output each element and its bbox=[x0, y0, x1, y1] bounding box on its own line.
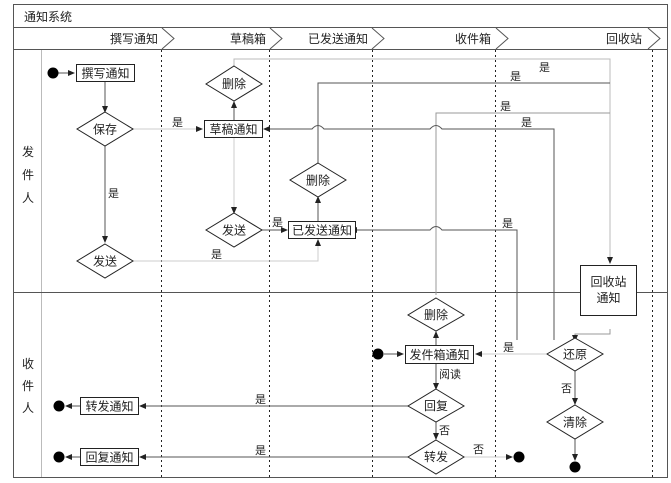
column-headers: 撰写通知 草稿箱 已发送通知 收件箱 回收站 bbox=[110, 27, 661, 50]
decision-send2[interactable] bbox=[205, 212, 263, 248]
node-label: 回复通知 bbox=[85, 451, 133, 465]
diagram-title: 通知系统 bbox=[24, 10, 72, 24]
node-label: 发件箱通知 bbox=[409, 347, 469, 362]
node-label: 删除 bbox=[222, 76, 246, 91]
svg-text:件: 件 bbox=[22, 379, 34, 393]
edge-restore-draft bbox=[263, 125, 555, 340]
node-trash-notice[interactable] bbox=[580, 265, 637, 316]
edge-label-no: 否 bbox=[439, 424, 450, 437]
edge-label-no: 否 bbox=[561, 382, 572, 395]
node-label: 发送 bbox=[93, 254, 117, 269]
decision-delete-sent[interactable] bbox=[289, 162, 347, 198]
decision-purge[interactable] bbox=[546, 404, 604, 440]
column-header-inbox[interactable]: 收件箱 bbox=[455, 31, 491, 46]
node-label: 草稿通知 bbox=[209, 122, 257, 137]
column-header-drafts[interactable]: 草稿箱 bbox=[230, 31, 266, 46]
svg-text:发: 发 bbox=[22, 144, 34, 159]
edge-label-yes: 是 bbox=[172, 116, 183, 129]
edge-label-yes: 是 bbox=[255, 444, 266, 457]
lane-label-sender: 发 件 人 bbox=[22, 144, 34, 205]
node-label: 清除 bbox=[563, 415, 587, 430]
edge-sent-delete-trash bbox=[317, 82, 610, 163]
lane-label-receiver: 收 件 人 bbox=[22, 357, 34, 415]
node-label: 回复 bbox=[424, 399, 448, 413]
node-label: 还原 bbox=[563, 348, 587, 362]
decision-reply[interactable] bbox=[407, 388, 465, 423]
chevron-icon bbox=[495, 27, 509, 50]
end-node-reply bbox=[53, 451, 65, 463]
node-sent-notice[interactable] bbox=[288, 221, 356, 239]
node-draft-notice[interactable] bbox=[204, 120, 263, 138]
decision-restore[interactable] bbox=[546, 337, 604, 372]
edge-label-yes: 是 bbox=[502, 217, 513, 230]
edge-label-yes: 是 bbox=[255, 393, 266, 406]
decision-delete-draft[interactable] bbox=[205, 65, 263, 102]
edge-label-yes: 是 bbox=[510, 70, 521, 83]
node-label: 转发通知 bbox=[85, 399, 133, 414]
edge-label-yes: 是 bbox=[272, 216, 283, 229]
diagram-frame bbox=[13, 4, 668, 478]
column-header-sent[interactable]: 已发送通知 bbox=[308, 31, 368, 46]
node-compose-notice[interactable] bbox=[76, 64, 135, 82]
svg-text:人: 人 bbox=[22, 191, 34, 205]
edge-label-read: 阅读 bbox=[439, 367, 461, 381]
decision-forward[interactable] bbox=[407, 439, 465, 475]
node-label: 删除 bbox=[306, 173, 330, 188]
end-node-purge bbox=[569, 461, 581, 473]
node-label: 保存 bbox=[93, 123, 117, 137]
node-label: 删除 bbox=[424, 307, 448, 322]
node-label: 撰写通知 bbox=[81, 67, 129, 81]
edge-label-yes: 是 bbox=[521, 116, 532, 129]
node-reply-notice[interactable] bbox=[80, 448, 139, 466]
column-header-compose[interactable]: 撰写通知 bbox=[110, 32, 158, 46]
node-inbox-notice[interactable] bbox=[405, 345, 474, 364]
column-header-trash[interactable]: 回收站 bbox=[606, 32, 642, 46]
chevron-icon bbox=[161, 27, 175, 50]
edge-draft-delete-trash bbox=[233, 58, 613, 264]
edge-label-no: 否 bbox=[473, 443, 484, 456]
svg-text:件: 件 bbox=[22, 168, 34, 182]
chevron-icon bbox=[371, 27, 385, 50]
edge-label-yes: 是 bbox=[108, 187, 119, 200]
decision-save[interactable] bbox=[76, 111, 134, 147]
edge-inbox-delete-trash bbox=[435, 112, 610, 295]
decision-send1[interactable] bbox=[76, 243, 134, 279]
edge-label-yes: 是 bbox=[503, 341, 514, 354]
edge-label-yes: 是 bbox=[211, 248, 222, 261]
decision-delete-inbox[interactable] bbox=[407, 297, 465, 332]
end-node-forward bbox=[53, 400, 65, 412]
end-node-forward-no bbox=[513, 451, 525, 463]
node-label: 已发送通知 bbox=[292, 223, 352, 238]
node-forward-notice[interactable] bbox=[80, 397, 139, 415]
svg-text:收: 收 bbox=[22, 357, 34, 371]
node-label: 转发 bbox=[424, 449, 448, 464]
node-label: 回收站 bbox=[590, 275, 626, 289]
start-node-sender bbox=[47, 67, 59, 79]
edge-restore-sent bbox=[350, 226, 518, 340]
node-label: 通知 bbox=[596, 291, 620, 305]
svg-text:人: 人 bbox=[22, 401, 34, 415]
node-label: 发送 bbox=[222, 223, 246, 238]
chevron-icon bbox=[647, 27, 661, 50]
edge-send1-sent bbox=[133, 239, 321, 262]
edge-label-yes: 是 bbox=[539, 61, 550, 74]
edge-trash-restore bbox=[572, 329, 611, 342]
start-node-inbox bbox=[372, 348, 384, 360]
chevron-icon bbox=[269, 27, 283, 50]
edge-label-yes: 是 bbox=[500, 100, 511, 113]
